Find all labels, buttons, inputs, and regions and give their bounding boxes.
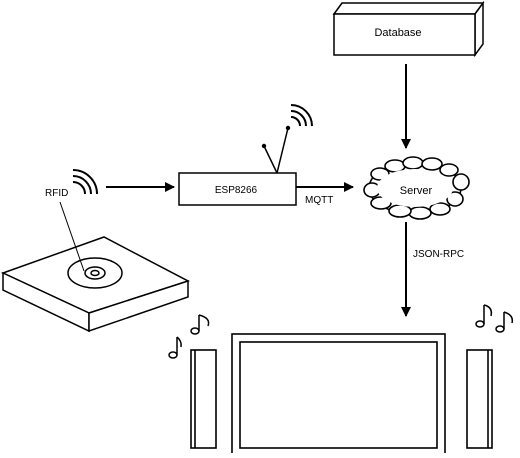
rfid-reader-icon [1,236,190,333]
speaker-icon [190,349,217,449]
tv-screen-icon [231,333,446,455]
music-note-icon [168,314,210,359]
rfid-label: RFID [45,188,68,199]
esp-node: ESP8266 [178,172,297,206]
rfid-pointer-line [59,201,85,272]
database-node: Database [332,0,485,58]
antenna-icon [261,104,313,174]
cloud-icon: Server [363,156,470,220]
esp-label: ESP8266 [215,185,258,196]
speaker-icon [466,349,493,449]
music-note-icon [475,304,514,333]
mqtt-label: MQTT [305,195,333,206]
server-label: Server [400,185,433,197]
database-label: Database [374,27,421,39]
jsonrpc-label: JSON-RPC [413,249,464,260]
wifi-signal-icon [72,169,98,195]
